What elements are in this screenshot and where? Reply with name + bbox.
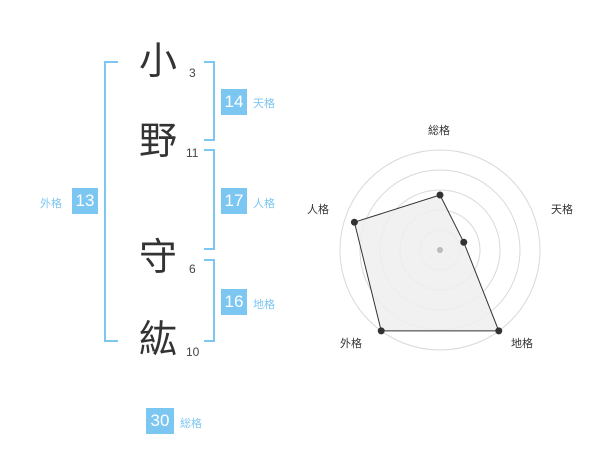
stroke-count-4: 10 (186, 345, 200, 359)
radar-axis-label-chikaku: 地格 (511, 337, 533, 350)
radar-point-4 (350, 218, 358, 226)
name-char-3: 守 (139, 235, 178, 279)
radar-point-0 (436, 191, 444, 199)
tenkaku-bracket-bottom (204, 139, 215, 141)
radar-point-2 (495, 327, 503, 335)
chikaku-bracket (213, 259, 215, 342)
jinkaku-value-badge: 17 (221, 188, 247, 214)
chikaku-label: 地格 (253, 298, 275, 311)
radar-axis-label-soukaku: 総格 (428, 124, 450, 137)
radar-center-point (437, 247, 443, 253)
radar-ring-5 (339, 149, 541, 351)
chikaku-bracket-bottom (204, 340, 215, 342)
stroke-count-2: 11 (186, 146, 199, 160)
tenkaku-label: 天格 (253, 97, 275, 110)
gaikaku-label: 外格 (40, 197, 62, 210)
radar-point-1 (460, 238, 468, 246)
gaikaku-bracket-top (104, 61, 118, 63)
name-char-4: 紘 (139, 317, 178, 361)
tenkaku-value-badge: 14 (221, 89, 247, 115)
jinkaku-bracket-top (204, 149, 215, 151)
radar-point-3 (377, 327, 385, 335)
jinkaku-bracket (213, 149, 215, 250)
name-char-1: 小 (139, 39, 178, 83)
soukaku-label: 総格 (180, 417, 202, 430)
tenkaku-bracket-top (204, 61, 215, 63)
chikaku-value-badge: 16 (221, 289, 247, 315)
radar-axis-label-jinkaku: 人格 (307, 203, 329, 216)
radar-polygon (353, 194, 500, 332)
chikaku-bracket-top (204, 259, 215, 261)
stroke-count-1: 3 (189, 66, 196, 80)
gaikaku-bracket-bottom (104, 340, 118, 342)
gaikaku-value-badge: 13 (72, 188, 98, 214)
jinkaku-bracket-bottom (204, 248, 215, 250)
jinkaku-label: 人格 (253, 197, 275, 210)
soukaku-value-badge: 30 (146, 408, 174, 434)
tenkaku-bracket (213, 61, 215, 141)
gaikaku-bracket (104, 61, 106, 342)
stroke-count-3: 6 (189, 262, 196, 276)
radar-axis-label-gaikaku: 外格 (340, 337, 362, 350)
radar-axis-label-tenkaku: 天格 (551, 203, 573, 216)
name-char-2: 野 (139, 119, 178, 163)
